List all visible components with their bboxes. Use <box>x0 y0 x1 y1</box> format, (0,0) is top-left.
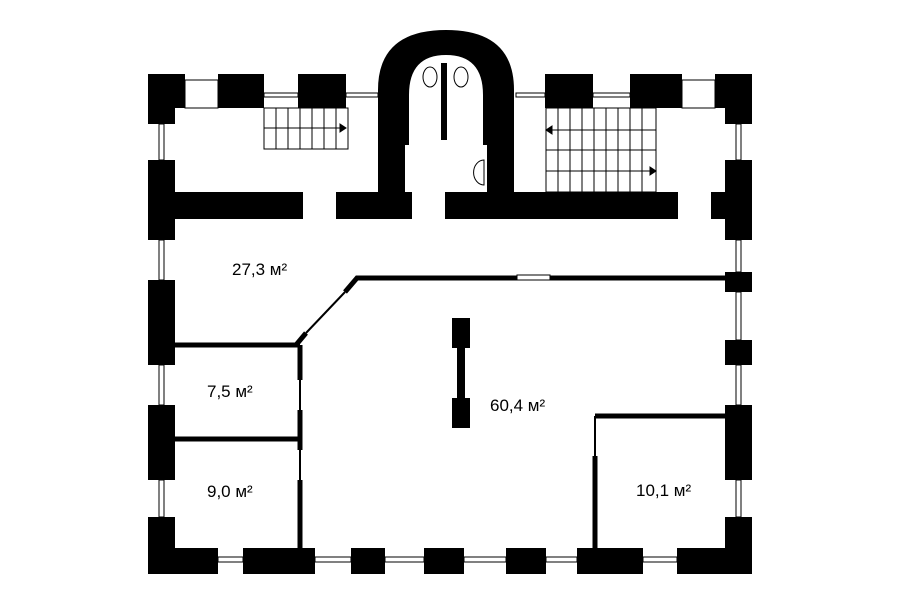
room-area-corner-room: 10,1 м² <box>636 481 692 500</box>
room-area-small-room-1: 7,5 м² <box>207 382 253 401</box>
windows <box>158 79 742 563</box>
toilet-icon <box>453 66 469 88</box>
exterior-walls <box>148 74 752 574</box>
room-area-corridor: 27,3 м² <box>232 260 288 279</box>
room-area-main-hall: 60,4 м² <box>490 396 546 415</box>
column <box>452 318 470 428</box>
stairs <box>263 107 657 193</box>
toilet-icon <box>422 66 438 88</box>
interior-walls <box>175 274 725 548</box>
room-area-small-room-2: 9,0 м² <box>207 482 253 501</box>
apse-wall <box>378 30 514 192</box>
corridor-wall <box>148 192 752 219</box>
sink-icon <box>473 159 485 186</box>
